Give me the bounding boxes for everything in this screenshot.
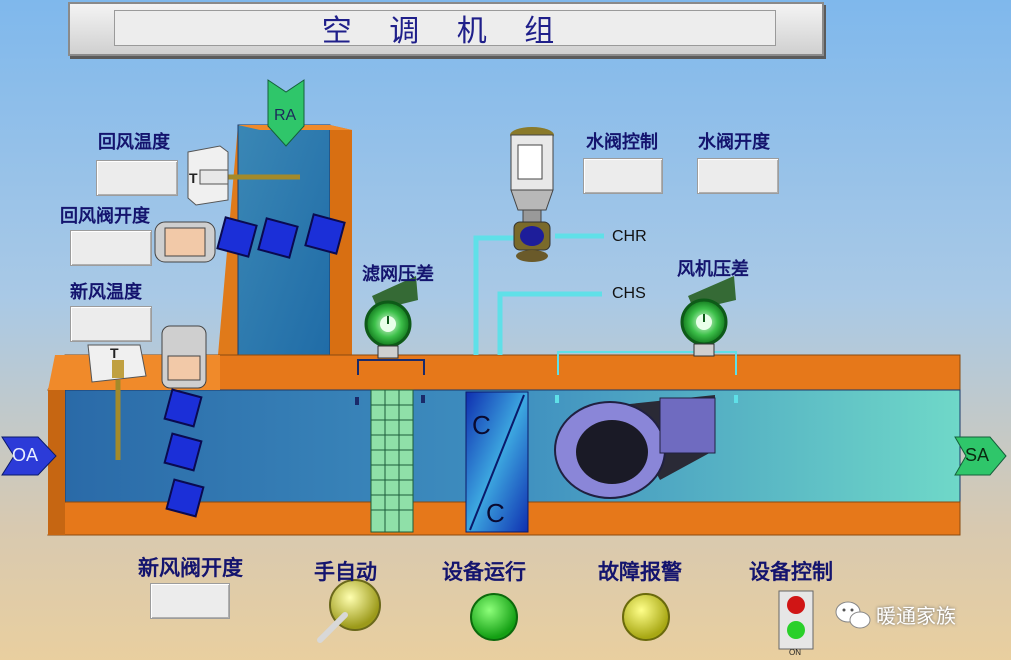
coil-c-top: C	[472, 410, 491, 440]
oa-tag: OA	[12, 445, 39, 465]
label-fresh-damper-open: 新风阀开度	[138, 555, 243, 580]
label-hand-auto: 手自动	[314, 559, 377, 584]
label-fresh-air-temp: 新风温度	[70, 282, 142, 303]
damper-actuator-icon	[161, 325, 207, 389]
return-damper-open-field	[70, 230, 152, 266]
label-return-air-temp: 回风温度	[98, 132, 170, 153]
label-filter-dp: 滤网压差	[362, 264, 434, 285]
label-control: 设备控制	[749, 559, 833, 584]
sa-tag: SA	[965, 445, 990, 465]
chr-pipe-label: CHR	[612, 228, 647, 245]
return-air-temp-field	[96, 160, 178, 196]
watermark: 暖通家族	[876, 604, 956, 628]
title-bar: 空 调 机 组	[68, 2, 824, 56]
knob-icon	[317, 579, 381, 643]
chs-pipe-label: CHS	[612, 285, 646, 302]
equipment-control-switch[interactable]	[779, 591, 813, 649]
label-running: 设备运行	[442, 559, 526, 584]
label-fan-dp: 风机压差	[677, 259, 749, 280]
fresh-air-temp-field	[70, 306, 152, 342]
temperature-sensor-icon	[187, 145, 229, 206]
label-fault: 故障报警	[598, 559, 682, 584]
fan-icon	[554, 395, 716, 499]
label-water-valve-control: 水阀控制	[586, 132, 658, 153]
pressure-gauge-icon	[364, 276, 418, 359]
water-valve-open-field	[697, 158, 779, 194]
fresh-damper-open-field	[150, 583, 230, 619]
coil-c-bottom: C	[486, 498, 505, 528]
water-valve-control-field[interactable]	[583, 158, 663, 194]
return-sensor-t: T	[189, 170, 198, 186]
label-return-damper-open: 回风阀开度	[60, 206, 150, 227]
filter-grid	[370, 389, 414, 533]
temperature-sensor-icon	[87, 344, 147, 383]
valve-actuator-icon	[510, 127, 554, 262]
control-light	[778, 590, 814, 650]
fault-led	[622, 593, 670, 641]
ra-tag: RA	[274, 107, 297, 124]
label-water-valve-open: 水阀开度	[698, 132, 770, 153]
wechat-icon	[835, 601, 871, 629]
damper-actuator-icon	[154, 221, 216, 263]
running-led	[470, 593, 518, 641]
page-title: 空 调 机 组	[114, 10, 776, 49]
on-label: ON	[789, 648, 801, 657]
fresh-sensor-t: T	[110, 345, 119, 361]
hand-auto-knob[interactable]	[329, 578, 381, 634]
pressure-gauge-icon	[680, 276, 736, 357]
